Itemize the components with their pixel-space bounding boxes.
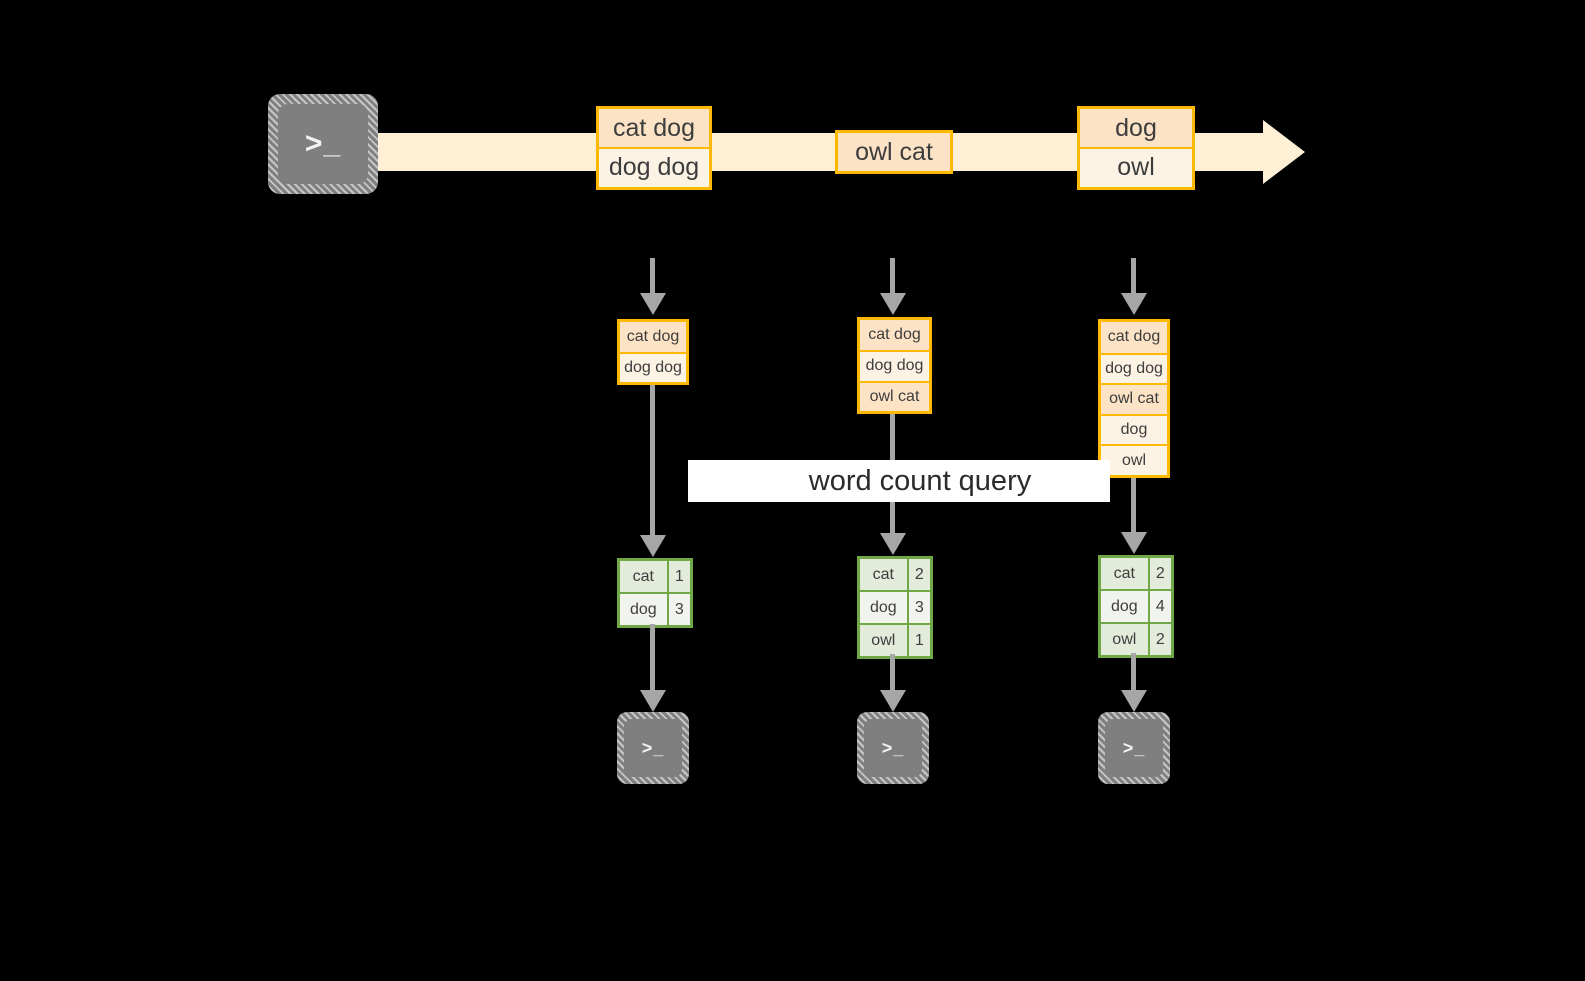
stream-record-3-line-1: dog: [1080, 109, 1192, 147]
table-row: cat 1: [620, 561, 690, 592]
snapshot-1-input-line-2: dog dog: [620, 351, 686, 382]
snapshot-1-query-arrowhead: [640, 535, 666, 557]
terminal-screen: [278, 104, 368, 184]
stream-record-2[interactable]: owl cat: [835, 130, 953, 174]
snapshot-3-input-table[interactable]: cat dog dog dog owl cat dog owl: [1098, 319, 1170, 478]
stream-record-3[interactable]: dog owl: [1077, 106, 1195, 190]
snapshot-2-sink-terminal-icon[interactable]: >_: [857, 712, 929, 784]
snapshot-3-input-line-4: dog: [1101, 413, 1167, 445]
table-row: dog 3: [620, 592, 690, 625]
stream-record-1-line-2: dog dog: [599, 147, 709, 185]
table-row: cat 2: [860, 559, 930, 590]
snapshot-3-sink-connector: [1131, 653, 1136, 696]
query-band: word count query: [688, 460, 1110, 502]
result-word: owl: [1101, 624, 1148, 655]
snapshot-2-dashed-connector: [890, 258, 895, 298]
table-row: cat 2: [1101, 558, 1171, 589]
snapshot-3-query-arrowhead: [1121, 532, 1147, 554]
snapshot-1-sink-terminal-icon[interactable]: >_: [617, 712, 689, 784]
snapshot-2-input-line-2: dog dog: [860, 350, 929, 381]
result-word: owl: [860, 625, 907, 656]
snapshot-2-sink-arrowhead: [880, 690, 906, 712]
snapshot-3-dashed-arrowhead: [1121, 293, 1147, 315]
terminal-screen: [624, 719, 682, 777]
snapshot-1-dashed-connector: [650, 258, 655, 298]
snapshot-3-sink-arrowhead: [1121, 690, 1147, 712]
snapshot-2-input-table[interactable]: cat dog dog dog owl cat: [857, 317, 932, 414]
snapshot-3-result-table[interactable]: cat 2 dog 4 owl 2: [1098, 555, 1174, 658]
snapshot-2-input-line-1: cat dog: [860, 320, 929, 351]
terminal-prompt-glyph: >_: [641, 738, 665, 758]
table-row: dog 4: [1101, 589, 1171, 622]
result-word: dog: [620, 594, 667, 625]
result-count: 2: [906, 559, 930, 590]
stream-record-1-line-1: cat dog: [599, 109, 709, 147]
result-count: 3: [666, 594, 690, 625]
stream-record-2-line-1: owl cat: [838, 133, 950, 171]
result-word: dog: [860, 592, 907, 623]
stream-record-1[interactable]: cat dog dog dog: [596, 106, 712, 190]
terminal-screen: [864, 719, 922, 777]
snapshot-3-input-line-1: cat dog: [1101, 322, 1167, 353]
table-row: owl 1: [860, 623, 930, 656]
result-count: 1: [666, 561, 690, 592]
result-count: 2: [1147, 624, 1171, 655]
snapshot-1-query-connector: [650, 385, 655, 540]
result-word: cat: [1101, 558, 1148, 589]
query-band-label: word count query: [808, 464, 1032, 497]
snapshot-1-dashed-arrowhead: [640, 293, 666, 315]
snapshot-2-dashed-arrowhead: [880, 293, 906, 315]
result-word: dog: [1101, 591, 1148, 622]
snapshot-2-query-arrowhead: [880, 533, 906, 555]
terminal-prompt-glyph: >_: [304, 127, 342, 160]
result-count: 4: [1147, 591, 1171, 622]
snapshot-3-input-line-2: dog dog: [1101, 352, 1167, 384]
terminal-prompt-glyph: >_: [1122, 738, 1146, 758]
snapshot-3-sink-terminal-icon[interactable]: >_: [1098, 712, 1170, 784]
terminal-prompt-glyph: >_: [881, 738, 905, 758]
result-count: 3: [906, 592, 930, 623]
snapshot-1-result-table[interactable]: cat 1 dog 3: [617, 558, 693, 628]
snapshot-1-input-line-1: cat dog: [620, 322, 686, 352]
result-count: 2: [1147, 558, 1171, 589]
stream-record-3-line-2: owl: [1080, 147, 1192, 185]
result-word: cat: [620, 561, 667, 592]
result-count: 1: [906, 625, 930, 656]
snapshot-2-result-table[interactable]: cat 2 dog 3 owl 1: [857, 556, 933, 659]
snapshot-1-sink-arrowhead: [640, 690, 666, 712]
source-terminal-icon[interactable]: >_: [268, 94, 378, 194]
result-word: cat: [860, 559, 907, 590]
terminal-screen: [1105, 719, 1163, 777]
snapshot-1-sink-connector: [650, 624, 655, 694]
snapshot-3-query-connector: [1131, 478, 1136, 538]
table-row: dog 3: [860, 590, 930, 623]
snapshot-1-input-table[interactable]: cat dog dog dog: [617, 319, 689, 385]
snapshot-3-input-line-5: owl: [1101, 444, 1167, 476]
snapshot-2-input-line-3: owl cat: [860, 380, 929, 411]
table-row: owl 2: [1101, 622, 1171, 655]
snapshot-2-sink-connector: [890, 654, 895, 696]
stream-arrow-head: [1263, 120, 1305, 184]
snapshot-3-dashed-connector: [1131, 258, 1136, 298]
snapshot-3-input-line-3: owl cat: [1101, 383, 1167, 414]
